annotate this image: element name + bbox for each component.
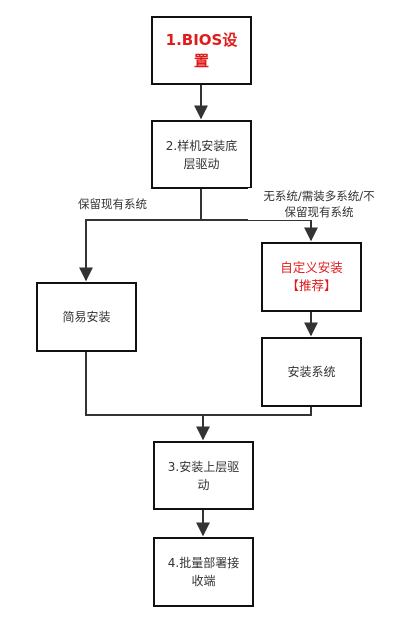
- node-sample-base-driver: 2.样机安装底 层驱动: [151, 120, 252, 189]
- node-batch-deploy-receiver: 4.批量部署接 收端: [153, 537, 254, 607]
- edge-label-keep-system: 保留现有系统: [76, 196, 149, 212]
- line-simple-to-merge: [85, 352, 203, 416]
- node-simple-install: 简易安装: [36, 282, 137, 352]
- node-upper-driver: 3.安装上层驱 动: [153, 441, 254, 510]
- node-install-system-label: 安装系统: [287, 365, 336, 379]
- line-system-to-merge: [203, 407, 312, 416]
- node-batch-deploy-receiver-label: 4.批量部署接 收端: [167, 556, 240, 588]
- node-custom-install-label: 自定义安装 【推荐】: [280, 260, 343, 293]
- node-sample-base-driver-label: 2.样机安装底 层驱动: [165, 138, 238, 171]
- node-bios-settings: 1.BIOS设 置: [151, 16, 252, 85]
- arrow-split-to-simple: [79, 219, 201, 282]
- node-bios-settings-label: 1.BIOS设 置: [165, 30, 238, 70]
- edge-label-no-keep-system: 无系统/需装多系统/不 保留现有系统: [248, 188, 390, 220]
- node-install-system: 安装系统: [261, 337, 362, 407]
- node-custom-install: 自定义安装 【推荐】: [261, 242, 362, 312]
- arrow-split-to-custom: [201, 219, 318, 242]
- node-simple-install-label: 简易安装: [62, 310, 111, 324]
- node-upper-driver-label: 3.安装上层驱 动: [167, 459, 240, 492]
